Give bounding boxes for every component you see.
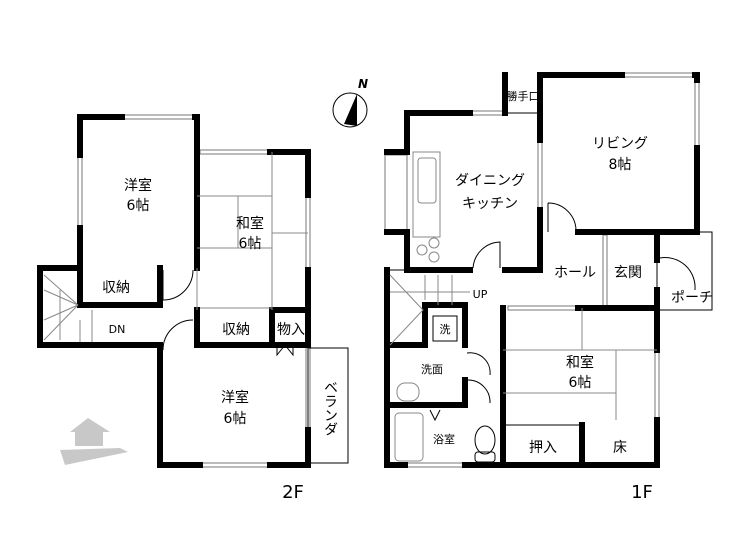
room-name: ポーチ (671, 290, 713, 306)
room-name: 浴室 (433, 432, 455, 446)
room-size: 8帖 (609, 157, 632, 173)
room-size: 6帖 (239, 236, 262, 252)
room-name: 床 (613, 440, 627, 456)
room-name: 洋室 (124, 177, 152, 194)
room-name: 洗 (440, 323, 451, 336)
room-name: 押入 (529, 440, 557, 456)
watermark-house-icon (60, 418, 128, 465)
floor-label: 1F (631, 482, 653, 503)
room-size: 6帖 (569, 375, 592, 391)
compass-north-label: N (358, 77, 368, 91)
stairs-label: UP (473, 288, 488, 301)
stairs-label: DN (109, 323, 126, 336)
floor-1f: 勝手口 リビング 8帖 ダイニング キッチン ホール 玄関 ポーチ UP 洗 洗… (384, 72, 713, 503)
room-name: リビング (592, 136, 648, 152)
room-name: 洗面 (421, 363, 443, 376)
room-name: ホール (554, 265, 596, 281)
room-size: 6帖 (127, 198, 150, 214)
room-size: 6帖 (224, 411, 247, 427)
floor-label: 2F (282, 482, 304, 503)
room-name: 和室 (566, 354, 594, 371)
room-name: 物入 (277, 322, 305, 338)
room-name: キッチン (462, 196, 518, 212)
room-name: 収納 (102, 280, 130, 296)
room-name: 和室 (236, 215, 264, 232)
room-name: 勝手口 (507, 89, 540, 103)
room-name: 収納 (222, 322, 250, 338)
room-name: ダイニング (455, 173, 525, 189)
floor-2f: 洋室 6帖 和室 6帖 収納 DN 収納 物入 洋室 6帖 ベランダ 2F (37, 114, 349, 503)
room-name: 洋室 (221, 389, 249, 406)
room-name: 玄関 (614, 264, 642, 281)
room-name: ベランダ (322, 380, 338, 436)
compass-icon: N (332, 77, 368, 128)
